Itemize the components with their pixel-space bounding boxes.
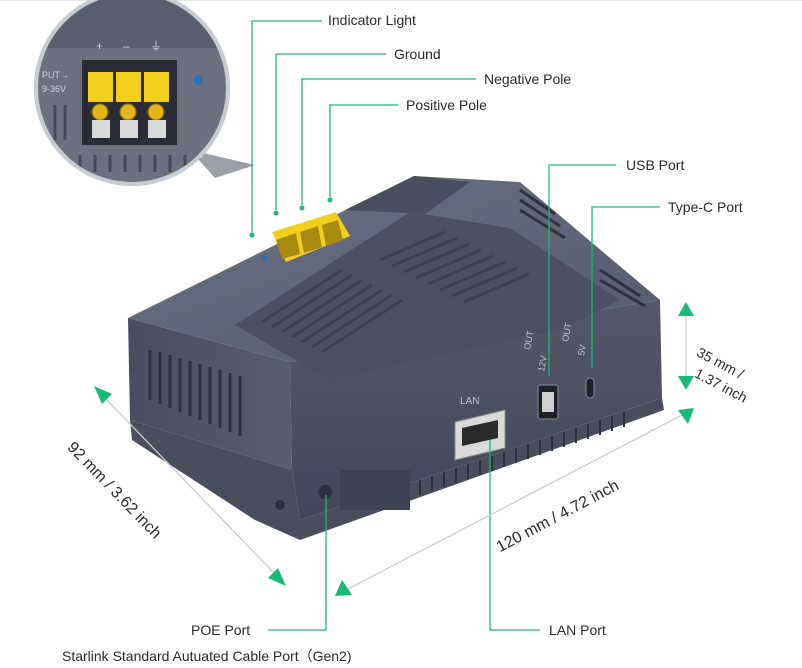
usb-out-marking: OUT <box>522 329 535 350</box>
usb-port-label: USB Port <box>626 157 685 173</box>
top-border <box>0 0 802 1</box>
starlink-port-label: Starlink Standard Autuated Cable Port（Ge… <box>62 648 352 664</box>
poe-port <box>275 470 410 510</box>
negative-pole-leader <box>301 78 476 205</box>
width-dimension-line <box>335 408 694 596</box>
side-vents <box>148 350 242 436</box>
12v-marking: 12V <box>536 355 549 373</box>
poe-port-label: POE Port <box>191 622 251 638</box>
indicator-light-leader <box>251 20 322 232</box>
terminal-zoom-inset: PUT→ 9-36V + – ⏚ <box>34 0 255 186</box>
power-terminal <box>272 212 350 262</box>
ground-label: Ground <box>394 46 441 62</box>
front-bottom-vents <box>419 412 625 495</box>
inset-ground-marking: ⏚ <box>150 39 162 53</box>
depth-dimension-line <box>94 386 286 586</box>
positive-pole-label: Positive Pole <box>406 97 487 113</box>
inset-minus-marking: – <box>123 39 130 53</box>
callout-lines <box>251 20 660 631</box>
inset-plus-marking: + <box>96 39 103 53</box>
indicator-light-label: Indicator Light <box>328 12 416 28</box>
negative-pole-label: Negative Pole <box>484 71 572 87</box>
type-c-port-label: Type-C Port <box>668 199 743 215</box>
typec-out-marking: OUT <box>560 321 573 342</box>
usb-port <box>537 384 559 420</box>
callout-dots <box>249 197 333 238</box>
type-c-port-leader <box>591 206 660 368</box>
ground-leader <box>275 53 386 210</box>
type-c-port <box>585 377 595 399</box>
usb-port-leader <box>548 164 616 376</box>
5v-marking: 5V <box>576 344 588 357</box>
lan-port <box>454 409 506 461</box>
top-vent-ribs <box>261 230 530 354</box>
device-body <box>128 176 664 540</box>
poe-port-leader <box>268 495 327 631</box>
inset-input-marking: PUT→ <box>42 70 69 80</box>
inset-voltage-marking: 9-36V <box>42 84 66 94</box>
indicator-light-dot <box>261 255 267 261</box>
lan-port-leader <box>489 440 540 631</box>
lan-port-label: LAN Port <box>549 622 606 638</box>
positive-pole-leader <box>329 104 398 197</box>
lan-marking: LAN <box>460 396 479 407</box>
height-dimension-line <box>678 302 694 390</box>
